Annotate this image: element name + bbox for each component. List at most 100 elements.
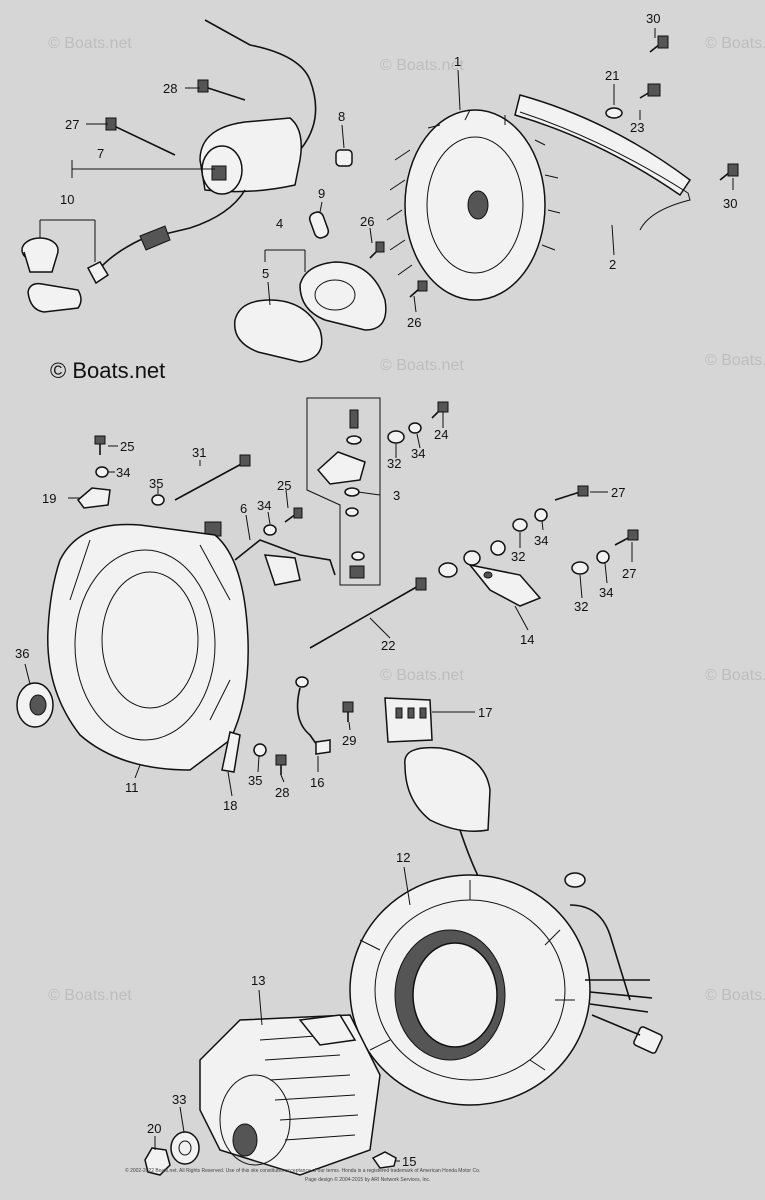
callout-32: 32 xyxy=(511,549,525,564)
bolt xyxy=(639,83,661,99)
nut xyxy=(253,743,267,757)
collar xyxy=(335,149,353,167)
callout-25: 25 xyxy=(277,478,291,493)
cable-end xyxy=(371,1151,397,1169)
washer xyxy=(263,524,277,536)
rotor xyxy=(199,1014,381,1176)
long-bolt xyxy=(174,454,251,501)
leader-lines xyxy=(24,28,734,1162)
copyright-line: Page design © 2004-2015 by ARI Network S… xyxy=(305,1176,430,1183)
callout-18: 18 xyxy=(223,798,237,813)
callout-34: 34 xyxy=(116,465,130,480)
callout-34: 34 xyxy=(534,533,548,548)
callout-27: 27 xyxy=(622,566,636,581)
callout-2: 2 xyxy=(609,257,616,272)
callout-25: 25 xyxy=(120,439,134,454)
watermark: © Boats.net xyxy=(48,35,132,52)
callout-35: 35 xyxy=(248,773,262,788)
ground-wire xyxy=(234,539,336,576)
watermark: © Boats.net xyxy=(705,352,765,369)
callout-23: 23 xyxy=(630,120,644,135)
callout-6: 6 xyxy=(240,501,247,516)
screw xyxy=(275,754,287,775)
callout-26: 26 xyxy=(360,214,374,229)
callout-27: 27 xyxy=(611,485,625,500)
screw xyxy=(431,401,449,419)
clip xyxy=(263,554,301,586)
callout-20: 20 xyxy=(147,1121,161,1136)
callout-34: 34 xyxy=(257,498,271,513)
screw xyxy=(554,485,589,501)
callout-33: 33 xyxy=(172,1092,186,1107)
callout-34: 34 xyxy=(411,446,425,461)
screw xyxy=(94,435,106,455)
callout-30: 30 xyxy=(723,196,737,211)
callout-16: 16 xyxy=(310,775,324,790)
callout-32: 32 xyxy=(574,599,588,614)
screw xyxy=(284,507,303,523)
callout-36: 36 xyxy=(15,646,29,661)
flywheel-cover-plate xyxy=(299,261,387,331)
callout-8: 8 xyxy=(338,109,345,124)
callout-7: 7 xyxy=(97,146,104,161)
flywheel xyxy=(386,109,561,301)
callout-24: 24 xyxy=(434,427,448,442)
callout-17: 17 xyxy=(478,705,492,720)
washer xyxy=(95,466,109,478)
washer xyxy=(170,1131,200,1165)
nut xyxy=(151,494,165,506)
callout-31: 31 xyxy=(192,445,206,460)
watermark: © Boats.net xyxy=(380,667,464,684)
gasket xyxy=(233,299,323,363)
callout-19: 19 xyxy=(42,491,56,506)
rear-housing xyxy=(47,523,249,771)
through-bolt xyxy=(309,577,427,649)
callout-21: 21 xyxy=(605,68,619,83)
washer xyxy=(605,107,623,119)
washer xyxy=(512,518,528,532)
callout-11: 11 xyxy=(125,780,139,795)
bolt xyxy=(409,280,428,298)
bolt xyxy=(369,241,385,259)
callout-12: 12 xyxy=(396,850,410,865)
callout-3: 3 xyxy=(393,488,400,503)
ignition-coil xyxy=(99,19,317,269)
callout-14: 14 xyxy=(520,632,534,647)
bearing xyxy=(16,682,54,728)
callout-26: 26 xyxy=(407,315,421,330)
watermark: © Boats.net xyxy=(380,57,464,74)
watermark: © Boats.net xyxy=(705,667,765,684)
washer xyxy=(408,422,422,434)
watermark: © Boats.net xyxy=(705,35,765,52)
callout-numbers: 30 1 21 23 28 8 27 7 10 9 4 26 5 26 2 30… xyxy=(15,11,737,1169)
callout-4: 4 xyxy=(276,216,283,231)
brush-holder xyxy=(316,409,366,579)
brand-watermark: © Boats.net xyxy=(50,358,165,383)
callout-35: 35 xyxy=(149,476,163,491)
terminal-clamp xyxy=(76,487,111,509)
stator xyxy=(349,872,663,1106)
pin xyxy=(308,211,330,239)
callout-9: 9 xyxy=(318,186,325,201)
cord-clamp xyxy=(221,731,241,773)
washer xyxy=(387,430,405,444)
washer xyxy=(596,550,610,564)
watermark: © Boats.net xyxy=(380,357,464,374)
spark-plug-cap xyxy=(21,237,110,313)
callout-32: 32 xyxy=(387,456,401,471)
bolt xyxy=(649,35,669,53)
nut xyxy=(144,1147,171,1176)
callout-34: 34 xyxy=(599,585,613,600)
copyright-line: © 2002-2022 Boats.net. All Rights Reserv… xyxy=(125,1167,480,1174)
bolt xyxy=(719,163,739,181)
washer xyxy=(534,508,548,522)
watermark: © Boats.net xyxy=(48,987,132,1004)
callout-27: 27 xyxy=(65,117,79,132)
callout-22: 22 xyxy=(381,638,395,653)
diode-bracket xyxy=(438,540,542,607)
callout-5: 5 xyxy=(262,266,269,281)
callout-28: 28 xyxy=(275,785,289,800)
washer xyxy=(571,561,589,575)
